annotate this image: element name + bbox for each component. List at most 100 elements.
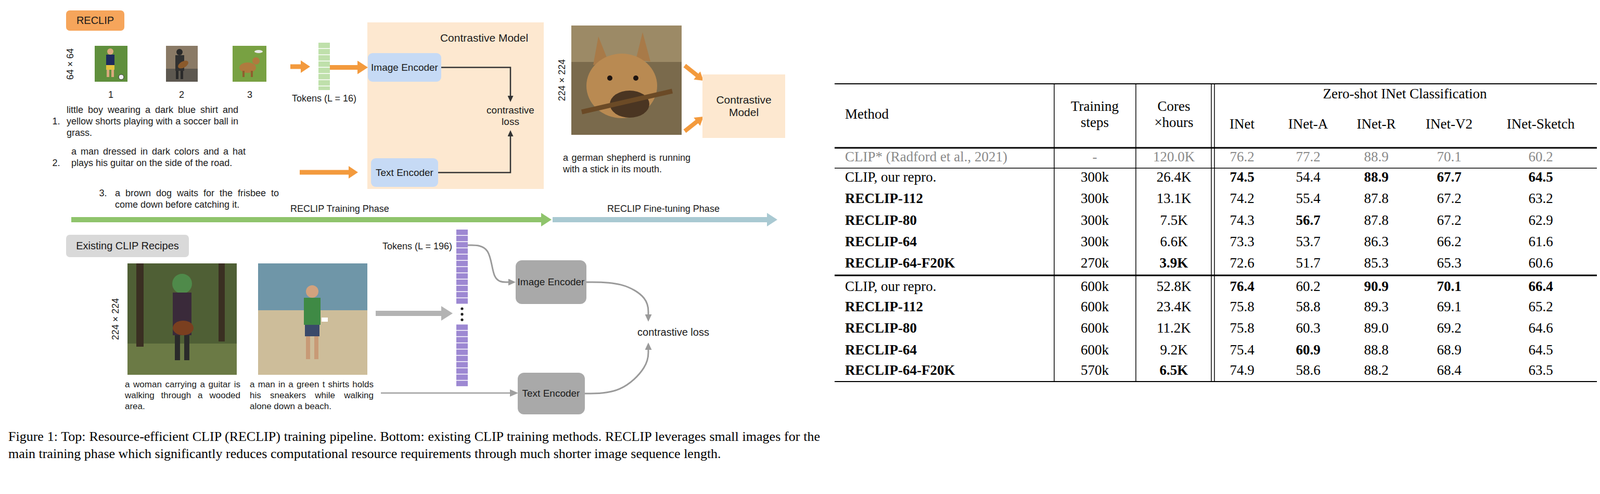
photo	[232, 45, 267, 82]
table-cell: 51.7	[1295, 254, 1321, 272]
flow-arrow-head	[509, 389, 519, 397]
table-rule	[834, 274, 1597, 277]
phase-bar-head	[541, 212, 552, 227]
flow-arrow-head	[300, 60, 311, 73]
table-cell: 68.9	[1436, 341, 1462, 358]
photo-detail	[218, 263, 225, 342]
token-cell	[318, 67, 330, 74]
photo-detail	[239, 62, 256, 73]
photo-detail	[176, 48, 183, 56]
token-cell	[456, 380, 468, 387]
loss-box: contrastive loss	[477, 101, 544, 131]
size-label: 224 × 224	[109, 298, 122, 341]
photo-detail	[111, 69, 114, 78]
table-rule	[834, 380, 1597, 382]
table-cell: 74.5	[1229, 169, 1254, 186]
table-cell: 60.2	[1528, 148, 1553, 165]
token-cell	[456, 361, 468, 368]
token-cell	[456, 330, 468, 337]
table-cell: 53.7	[1295, 233, 1321, 250]
connector-arrow	[441, 67, 511, 97]
table-header: Training steps	[1060, 98, 1129, 131]
image-number: 3	[247, 88, 253, 101]
flow-arrow	[299, 170, 350, 175]
table-cell: 88.8	[1363, 341, 1389, 358]
method-badge: Existing CLIP Recipes	[66, 234, 189, 258]
token-cell	[318, 48, 330, 55]
box-text: Image Encoder	[370, 61, 439, 74]
table-cell: 73.3	[1229, 233, 1254, 250]
table-cell: 600k	[1080, 298, 1109, 315]
table-cell: 77.2	[1295, 148, 1321, 165]
token-cell	[318, 86, 330, 91]
box-text: RECLIP	[76, 14, 114, 27]
token-cell	[318, 80, 330, 86]
token-cell	[456, 273, 468, 279]
table-cell: 58.8	[1295, 298, 1321, 315]
table-header: INet	[1229, 116, 1255, 133]
photo-detail	[242, 70, 245, 78]
photo-detail	[314, 336, 319, 360]
photo-detail	[175, 70, 179, 80]
ellipsis-dot	[460, 318, 464, 322]
table-cell: 60.2	[1295, 278, 1321, 295]
token-cell	[456, 285, 468, 292]
table-cell: 11.2K	[1156, 320, 1192, 337]
table-cell: 64.5	[1528, 341, 1553, 358]
table-cell: 87.8	[1363, 212, 1389, 229]
token-cell	[456, 291, 468, 298]
table-cell: 63.5	[1528, 362, 1553, 379]
token-cell	[456, 298, 468, 304]
ellipsis-dot	[460, 306, 464, 310]
caption-text: little boy wearing a dark blue shirt and…	[66, 104, 239, 139]
table-cell: 70.1	[1436, 278, 1462, 295]
image-number: 1	[108, 88, 114, 101]
table-cell: 9.2K	[1159, 341, 1188, 358]
phase-label: RECLIP Training Phase	[290, 202, 390, 215]
photo-detail	[254, 49, 263, 54]
photo-detail	[180, 70, 184, 80]
box-text: Image Encoder	[517, 276, 585, 288]
loss-box: contrastive loss	[627, 321, 720, 343]
photo	[94, 45, 128, 82]
table-cell: 68.4	[1436, 362, 1462, 379]
table-cell: CLIP, our repro.	[845, 278, 937, 295]
token-cell	[318, 42, 330, 49]
table-cell: 300k	[1080, 169, 1109, 186]
list-number: 2.	[52, 157, 60, 169]
token-column-shape	[318, 42, 330, 91]
table-cell: 300k	[1080, 190, 1109, 207]
connector-arrow	[438, 136, 511, 173]
photo-detail	[250, 70, 253, 78]
table-cell: RECLIP-64	[845, 233, 917, 250]
photo-detail	[176, 58, 190, 70]
photo-detail	[321, 317, 328, 322]
table-cell: 60.9	[1295, 341, 1321, 358]
token-cell	[456, 254, 468, 261]
table-cell: 65.2	[1528, 298, 1553, 315]
photo-detail	[607, 75, 613, 81]
photo-detail	[581, 91, 673, 112]
table-cell: 62.9	[1528, 212, 1553, 229]
table-cell: 61.6	[1528, 233, 1553, 250]
table-rule	[834, 167, 1597, 169]
table-cell: 300k	[1080, 212, 1109, 229]
phase-label: RECLIP Fine-tuning Phase	[607, 202, 720, 215]
table-cell: 63.2	[1528, 190, 1553, 207]
table-header: Method	[845, 106, 889, 123]
table-cell: 88.2	[1363, 362, 1389, 379]
caption-text: a german shepherd is running with a stic…	[562, 151, 691, 175]
photo-detail	[106, 54, 115, 66]
photo-detail	[172, 273, 192, 294]
table-cell: 6.6K	[1159, 233, 1188, 250]
photo-detail	[172, 320, 194, 336]
caption-text: a man in a green t shirts holds his snea…	[249, 378, 374, 412]
box-text: Contrastive Model	[702, 93, 786, 119]
table-cell: CLIP, our repro.	[845, 169, 937, 186]
phase-bar	[71, 216, 543, 223]
box-text: Existing CLIP Recipes	[75, 239, 179, 252]
table-rule	[1213, 83, 1215, 382]
photo	[571, 25, 682, 135]
